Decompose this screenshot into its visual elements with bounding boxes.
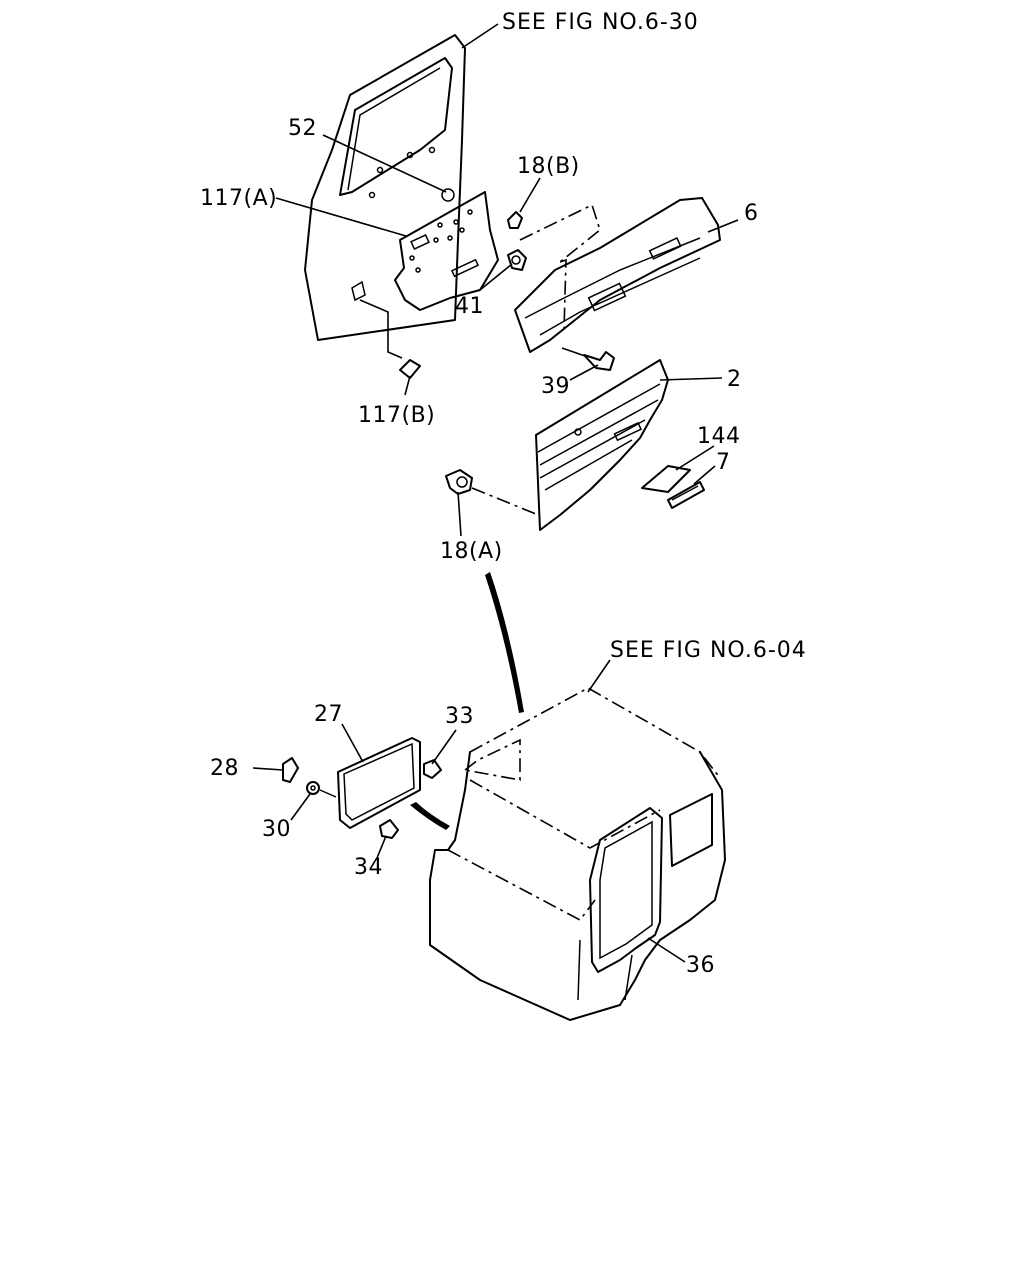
grommet-30	[306, 781, 337, 798]
callout-41: 41	[455, 294, 484, 319]
reference-cab-body: SEE FIG NO.6-04	[610, 638, 807, 663]
door-frame	[304, 34, 466, 341]
upper-trim-6	[514, 197, 721, 353]
fastener-33	[423, 759, 442, 779]
callout-117a: 117(A)	[200, 186, 278, 211]
callout-2: 2	[727, 367, 742, 392]
callout-27: 27	[314, 702, 343, 727]
callout-28: 28	[210, 756, 239, 781]
fastener-34	[379, 819, 399, 839]
clip-28	[282, 757, 299, 783]
leader-lines	[252, 23, 739, 963]
glass-arrow	[410, 802, 450, 830]
glass-27	[337, 737, 421, 829]
bracket-144	[641, 465, 691, 493]
reference-door-frame: SEE FIG NO.6-30	[502, 10, 699, 35]
callout-34: 34	[354, 855, 383, 880]
bezel-7	[667, 481, 705, 509]
assembly-arrow	[485, 572, 524, 713]
clip-18a	[445, 469, 537, 515]
callout-52: 52	[288, 116, 317, 141]
callout-39: 39	[541, 374, 570, 399]
callout-33: 33	[445, 704, 474, 729]
callout-7: 7	[716, 450, 731, 475]
callout-36: 36	[686, 953, 715, 978]
cab-body	[429, 687, 726, 1021]
callout-18b: 18(B)	[517, 154, 580, 179]
callout-18a: 18(A)	[440, 539, 503, 564]
callout-6: 6	[744, 201, 759, 226]
door-trim-2	[535, 359, 669, 531]
callout-30: 30	[262, 817, 291, 842]
clip-18b	[507, 211, 523, 229]
callout-117b: 117(B)	[358, 403, 436, 428]
patch-117b	[359, 299, 421, 379]
screw-39	[561, 347, 615, 371]
sealing-sheet-117a	[394, 191, 499, 311]
callout-144: 144	[697, 424, 741, 449]
clip-41	[507, 249, 527, 271]
